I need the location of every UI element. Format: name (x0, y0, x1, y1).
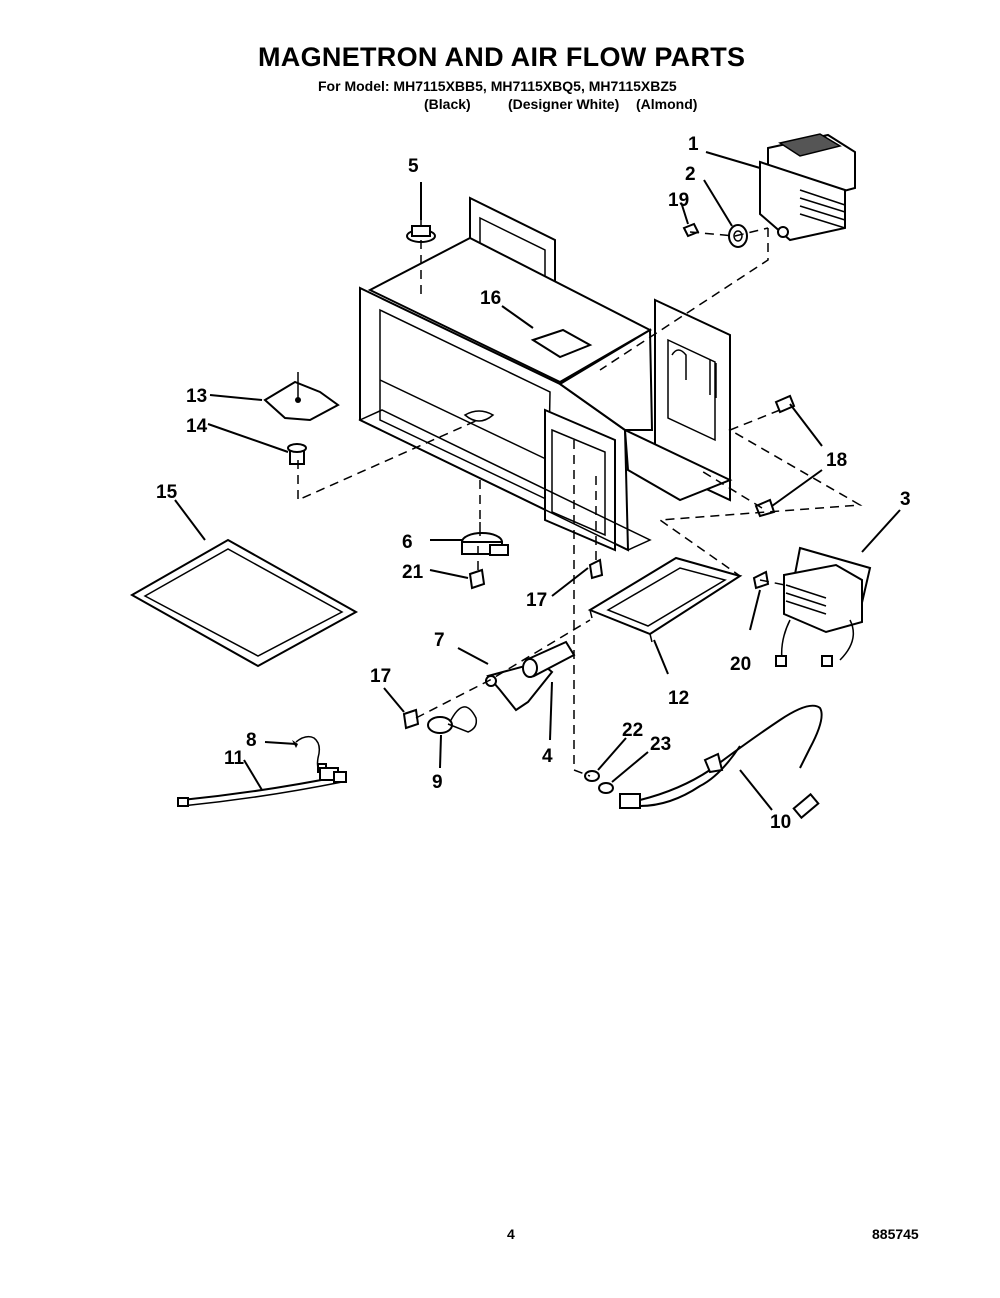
color-almond-label: (Almond) (636, 96, 698, 112)
callout-14: 14 (186, 416, 208, 437)
callout-17-upper: 17 (526, 590, 547, 611)
color-white-label: (Designer White) (508, 96, 620, 112)
page-title: MAGNETRON AND AIR FLOW PARTS (258, 42, 746, 72)
magnetron (759, 133, 856, 242)
document-number: 885745 (872, 1226, 919, 1242)
oven-cavity-assembly (358, 196, 733, 552)
callout-6: 6 (402, 532, 413, 553)
callout-17-lower: 17 (370, 666, 391, 687)
stirrer-blade (263, 372, 340, 422)
callout-10: 10 (770, 812, 791, 833)
color-black-label: (Black) (424, 96, 471, 112)
callout-18: 18 (826, 450, 847, 471)
callout-20: 20 (730, 654, 751, 675)
callout-11: 11 (224, 748, 245, 769)
callout-21: 21 (402, 562, 424, 583)
screw-17-upper (588, 558, 604, 580)
callout-9: 9 (432, 772, 443, 793)
washer-22 (584, 770, 600, 782)
callout-22: 22 (622, 720, 643, 741)
stirrer-bearing (287, 443, 307, 465)
wire-harness-11 (177, 767, 347, 807)
washer-23 (598, 782, 614, 794)
callout-19: 19 (668, 190, 689, 211)
callout-16: 16 (480, 288, 501, 309)
callout-1: 1 (688, 134, 699, 155)
callout-15: 15 (156, 482, 178, 503)
page-number: 4 (507, 1226, 515, 1242)
callout-numbers: 1 2 3 4 5 6 7 8 9 10 11 12 13 14 15 16 1… (156, 134, 911, 833)
screw-21 (468, 568, 486, 590)
callout-23: 23 (650, 734, 671, 755)
power-cord (619, 704, 823, 820)
callout-3: 3 (900, 489, 911, 510)
assembly-lines (297, 227, 863, 777)
screw-17-lower (402, 708, 420, 730)
callout-5: 5 (408, 156, 419, 177)
callout-8: 8 (246, 730, 257, 751)
callout-4: 4 (542, 746, 553, 767)
screw-18-upper (774, 394, 796, 414)
screw-19 (682, 222, 700, 238)
diode (427, 706, 478, 734)
transformer (775, 546, 872, 667)
plate-assembly (587, 556, 743, 643)
callout-2: 2 (685, 164, 696, 185)
callout-13: 13 (186, 386, 207, 407)
cooktop-shelf (129, 538, 359, 668)
thermal-cutoff (406, 220, 436, 243)
leader-lines (174, 151, 901, 811)
callout-7: 7 (434, 630, 445, 651)
screw-18-lower (754, 498, 776, 518)
callout-12: 12 (668, 688, 689, 709)
stirrer-motor (461, 522, 509, 556)
model-list: For Model: MH7115XBB5, MH7115XBQ5, MH711… (318, 78, 677, 94)
